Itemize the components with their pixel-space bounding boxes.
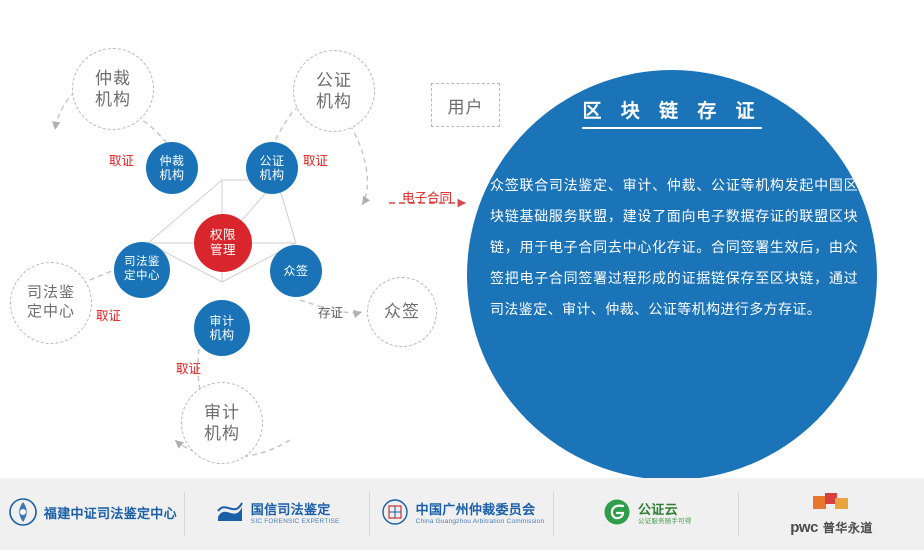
outer-node-user-label: 用户 — [447, 97, 484, 117]
outer-node-judicial-label: 司法鉴 定中心 — [26, 284, 75, 320]
blockchain-panel-title: 区 块 链 存 证 — [467, 96, 877, 129]
partner-logo-gongzhengyun-label: 公证云 — [637, 501, 678, 517]
outer-node-audit: 审计 机构 — [181, 382, 263, 464]
partner-logo-guangzhou-label: 中国广州仲裁委员会 — [415, 501, 536, 517]
partner-logo-gongzhengyun: 公证云 公证服务随手可得 — [554, 478, 740, 550]
partner-logo-pwc-sub: pwc — [790, 519, 818, 536]
partner-logo-pwc: pwc 普华永道 — [739, 478, 924, 550]
partner-logo-guangzhou: 中国广州仲裁委员会 China Guangzhou Arbitration Co… — [370, 478, 555, 550]
partner-logo-gongzhengyun-sub: 公证服务随手可得 — [637, 517, 692, 525]
swirl-icon — [602, 497, 632, 532]
blockchain-panel: 区 块 链 存 证 众签联合司法鉴定、审计、仲裁、公证等机构发起中国区块链基础服… — [467, 70, 877, 480]
logo-divider — [553, 492, 555, 536]
blockchain-panel-title-text: 区 块 链 存 证 — [582, 101, 762, 129]
outer-node-arbitration-label: 仲裁 机构 — [95, 68, 131, 109]
inner-node-judicial-label: 司法鉴 定中心 — [124, 256, 160, 282]
partner-logo-fujian-label: 福建中证司法鉴定中心 — [43, 505, 177, 521]
emblem-icon — [380, 497, 410, 532]
wave-icon — [215, 497, 245, 532]
inner-node-audit: 审计 机构 — [194, 300, 250, 356]
outer-node-audit-label: 审计 机构 — [204, 402, 240, 443]
partner-logo-fujian: 福建中证司法鉴定中心 — [0, 478, 185, 550]
outer-node-notary: 公证 机构 — [293, 50, 375, 132]
partner-logo-guoxin-sub: SIC FORENSIC EXPERTISE — [250, 517, 340, 525]
label-econtract: 电子合同 — [402, 191, 453, 205]
label-qzz-audit: 取证 — [176, 362, 202, 376]
logo-divider — [368, 492, 370, 536]
outer-node-zhongqian-label: 众签 — [384, 302, 420, 322]
partner-logo-bar: 福建中证司法鉴定中心 国信司法鉴定 SIC FORENSIC EXP — [0, 478, 924, 550]
inner-node-notary: 公证 机构 — [246, 142, 298, 194]
inner-node-notary-label: 公证 机构 — [259, 153, 285, 182]
seal-icon — [8, 497, 38, 532]
center-node-authority: 权限 管理 — [194, 214, 252, 272]
outer-node-notary-label: 公证 机构 — [316, 70, 352, 111]
outer-node-judicial: 司法鉴 定中心 — [10, 262, 92, 344]
logo-divider — [183, 492, 185, 536]
partner-logo-guangzhou-sub: China Guangzhou Arbitration Commission — [415, 517, 545, 525]
label-cunzheng: 存证 — [318, 306, 344, 320]
inner-node-zhongqian: 众签 — [270, 245, 322, 297]
label-qzz-arbitration: 取证 — [109, 154, 135, 168]
logo-divider — [738, 492, 740, 536]
inner-node-zhongqian-label: 众签 — [283, 263, 309, 278]
inner-node-judicial: 司法鉴 定中心 — [114, 242, 170, 298]
pwc-icon — [809, 492, 855, 517]
partner-logo-guoxin: 国信司法鉴定 SIC FORENSIC EXPERTISE — [185, 478, 370, 550]
outer-node-arbitration: 仲裁 机构 — [72, 48, 154, 130]
partner-logo-pwc-label: 普华永道 — [822, 521, 873, 535]
blockchain-panel-paragraph: 众签联合司法鉴定、审计、仲裁、公证等机构发起中国区块链基础服务联盟，建设了面向电… — [490, 177, 858, 318]
center-node-authority-label: 权限 管理 — [209, 228, 236, 257]
inner-node-arbitration: 仲裁 机构 — [146, 142, 198, 194]
inner-node-arbitration-label: 仲裁 机构 — [159, 153, 185, 182]
label-qzz-notary: 取证 — [303, 154, 329, 168]
label-qzz-judicial: 取证 — [96, 309, 122, 323]
inner-node-audit-label: 审计 机构 — [209, 313, 235, 342]
outer-node-user: 用户 — [431, 83, 500, 127]
partner-logo-guoxin-label: 国信司法鉴定 — [250, 501, 331, 517]
outer-node-zhongqian: 众签 — [367, 277, 437, 347]
